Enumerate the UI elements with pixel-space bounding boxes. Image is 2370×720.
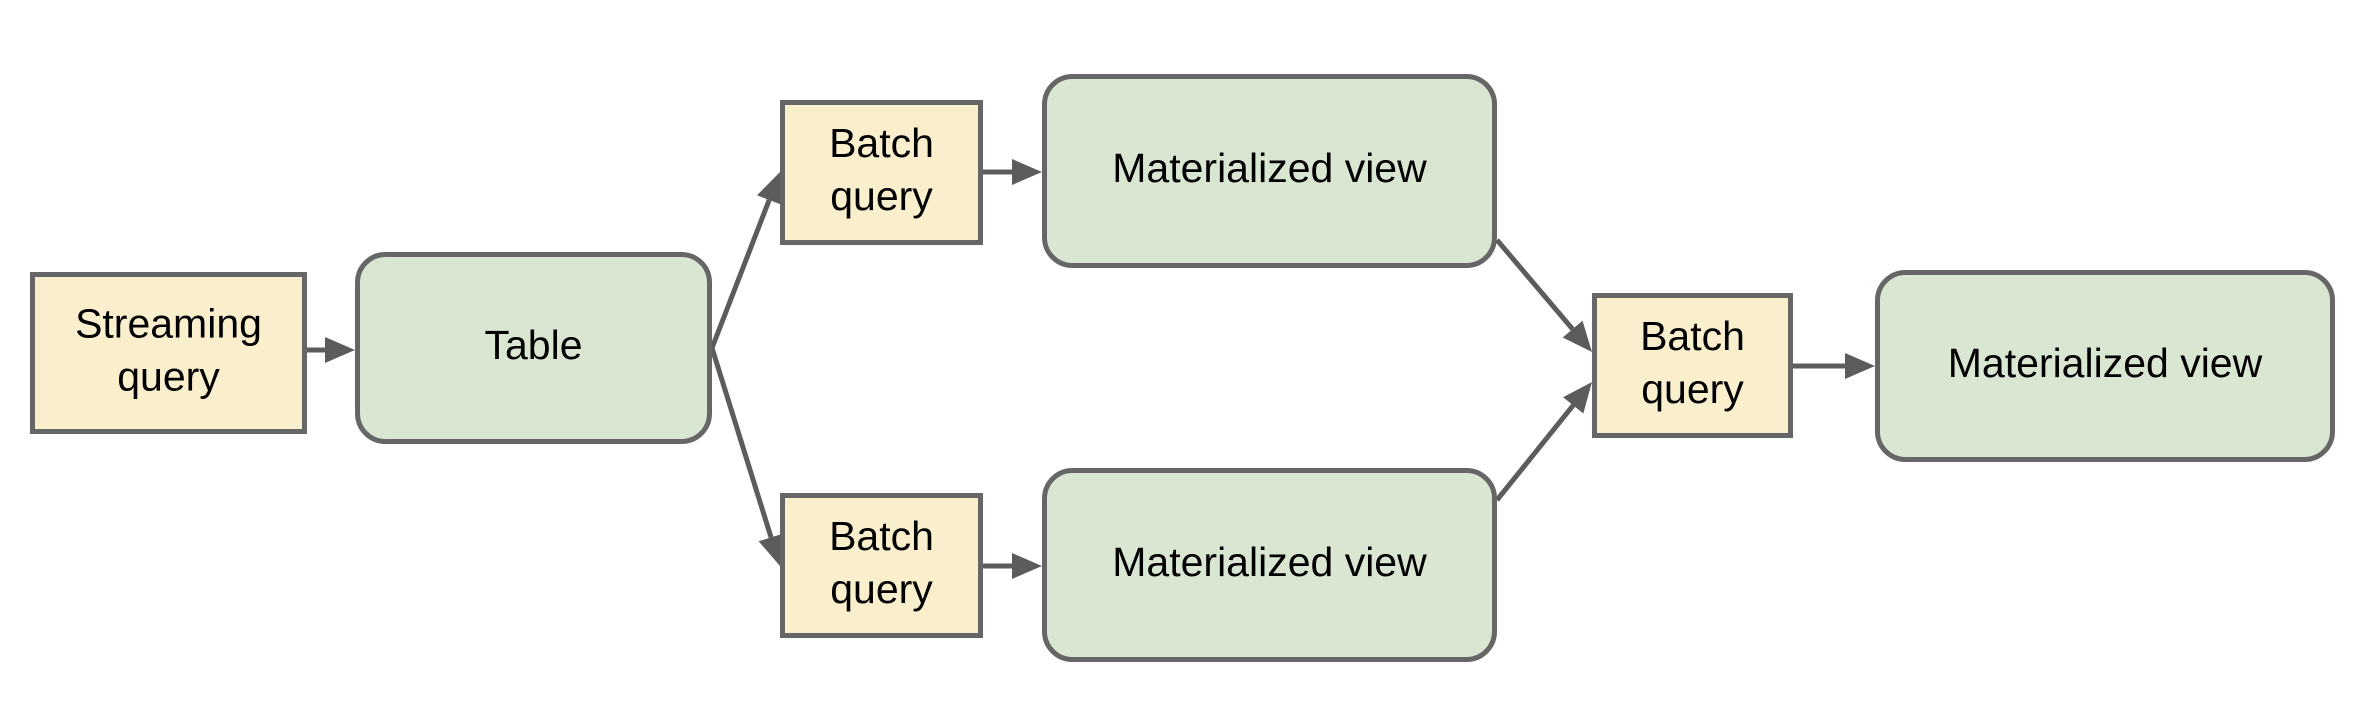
node-label-line: Batch [829,513,934,559]
edge-view-bottom-to-batch-center [1495,382,1592,502]
node-materialized-view-final[interactable]: Materialized view [1875,270,2335,462]
arrow-head-icon [1012,553,1042,579]
arrow-head-icon [758,533,784,566]
node-shape [780,493,983,638]
node-shape [780,100,983,245]
edges-layer [307,159,1875,579]
node-label-line: query [1641,366,1744,412]
node-label: Materialized view [1112,539,1427,585]
node-materialized-view-bottom[interactable]: Materialized view [1042,468,1497,662]
arrow-head-icon [325,337,355,363]
node-batch-query-bottom[interactable]: Batch query [780,493,983,638]
node-label: Batch query [829,513,934,612]
node-shape [30,272,307,434]
arrow-head-icon [1012,159,1042,185]
node-label-line: Batch [1640,313,1745,359]
arrow-head-icon [1563,382,1592,414]
node-label-line: query [830,173,933,219]
edge-line [709,347,774,539]
edge-line [1495,238,1575,331]
node-label: Materialized view [1112,145,1427,191]
edge-view-top-to-batch-center [1495,238,1592,352]
node-label: Table [484,322,582,368]
node-label-line: Materialized view [1948,340,2263,386]
node-label: Materialized view [1948,340,2263,386]
arrow-head-icon [1562,320,1592,352]
node-materialized-view-top[interactable]: Materialized view [1042,74,1497,268]
node-shape [1875,270,2335,462]
node-batch-query-top[interactable]: Batch query [780,100,983,245]
node-batch-query-center[interactable]: Batch query [1592,293,1793,438]
arrow-head-icon [757,172,782,205]
edge-table-to-batch-bottom [709,347,784,566]
node-label-line: query [830,566,933,612]
edge-line [1495,403,1576,502]
node-label: Batch query [829,120,934,219]
node-streaming-query[interactable]: Streaming query [30,272,307,434]
edge-streaming-to-table [307,337,355,363]
node-label-line: query [117,353,220,399]
node-label-line: Streaming [75,300,262,346]
node-label: Batch query [1640,313,1745,412]
node-shape [1042,74,1497,268]
node-label-line: Batch [829,120,934,166]
node-shape [1592,293,1793,438]
edge-batch-bottom-to-view-bottom [983,553,1042,579]
node-label: Streaming query [75,300,262,399]
edge-table-to-batch-top [709,172,782,349]
node-table[interactable]: Table [355,252,712,444]
arrow-head-icon [1845,353,1875,379]
node-label-line: Materialized view [1112,539,1427,585]
node-label-line: Materialized view [1112,145,1427,191]
edge-batch-center-to-view-final [1793,353,1875,379]
edge-line [709,199,772,349]
node-label-line: Table [484,322,582,368]
node-shape [1042,468,1497,662]
node-shape [355,252,712,444]
edge-batch-top-to-view-top [983,159,1042,185]
